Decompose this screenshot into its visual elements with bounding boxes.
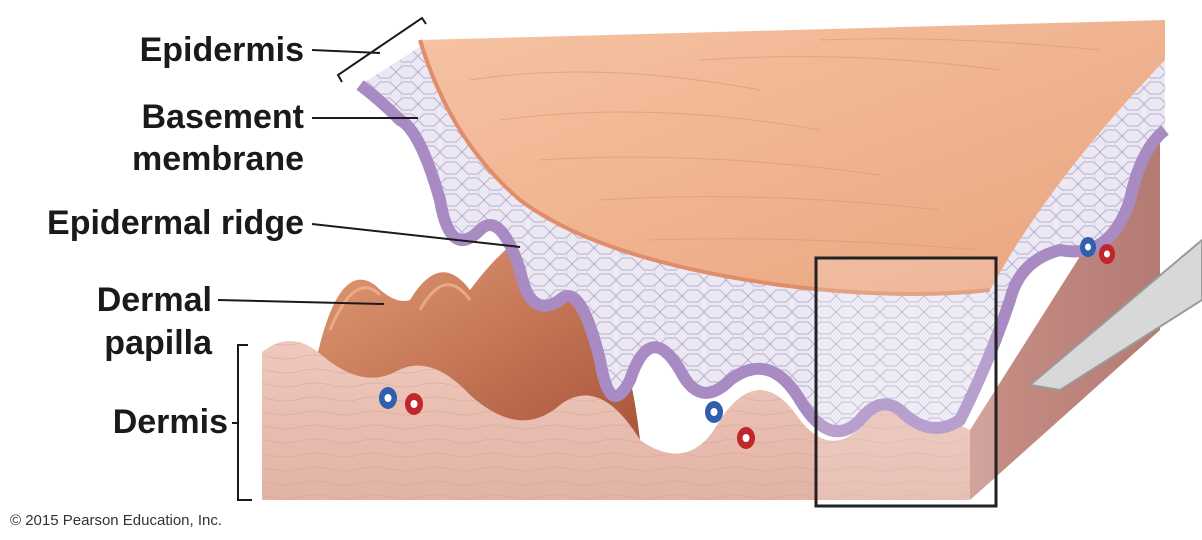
- label-dermal-line1: Dermal: [40, 281, 212, 319]
- label-dermis: Dermis: [40, 403, 228, 441]
- magnify-box: [816, 258, 996, 506]
- copyright-text: © 2015 Pearson Education, Inc.: [10, 512, 222, 529]
- label-basement-line1: Basement: [112, 98, 304, 136]
- label-dermal-line2: papilla: [40, 324, 212, 362]
- label-epidermis: Epidermis: [112, 31, 304, 69]
- label-epidermal-ridge: Epidermal ridge: [0, 204, 304, 242]
- label-basement-line2: membrane: [92, 140, 304, 178]
